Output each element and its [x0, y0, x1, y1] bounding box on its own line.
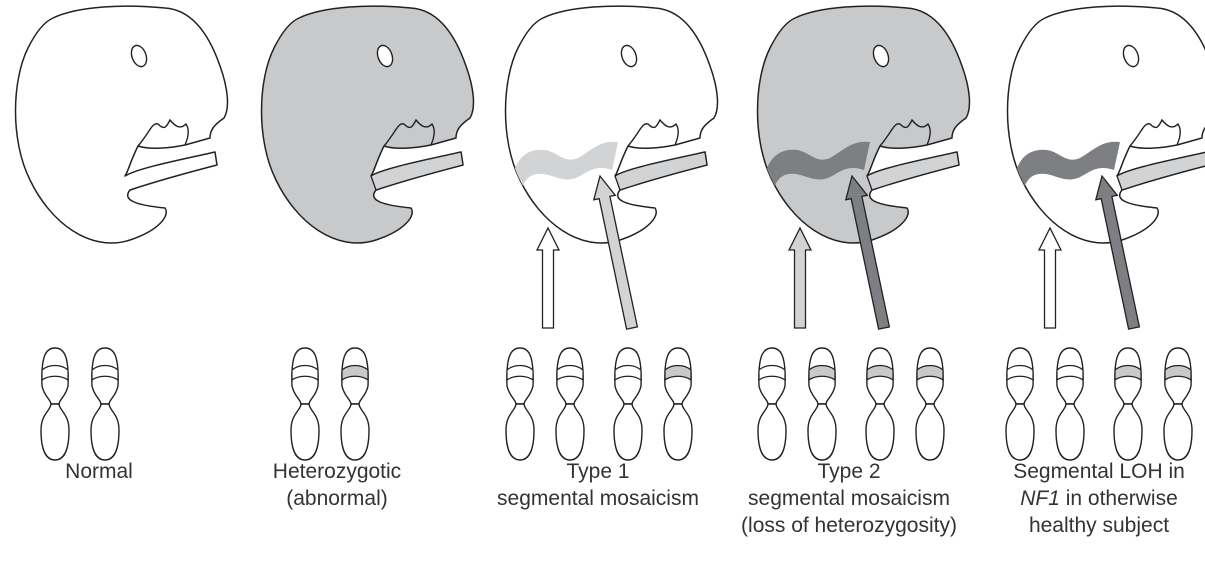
- chromosome-heterozygotic-0-0: [291, 348, 319, 460]
- caption-line: segmental mosaicism: [483, 485, 713, 512]
- chromosome-lower-arm: [1056, 404, 1084, 460]
- chromosome-type2-1-0: [866, 348, 894, 460]
- embryo-outline: [16, 6, 228, 243]
- chromosome-type1-1-0: [614, 348, 642, 460]
- limb-bud: [1117, 152, 1205, 190]
- chromosome-lower-arm: [866, 404, 894, 460]
- limb-bud: [371, 152, 463, 190]
- chromosome-type2-0-1: [808, 348, 836, 460]
- panel-normal: [16, 6, 228, 243]
- caption-line: Normal: [0, 458, 214, 485]
- caption-normal: Normal: [0, 458, 214, 485]
- caption-line: healthy subject: [984, 512, 1205, 539]
- panel-type1: [506, 6, 718, 329]
- caption-line: Heterozygotic: [222, 458, 452, 485]
- embryo-outline: [262, 6, 474, 243]
- caption-rest: in otherwise: [1060, 487, 1178, 510]
- arrow-white: [537, 228, 559, 328]
- caption-line: Type 2: [734, 458, 964, 485]
- gene-name: NF1: [1020, 487, 1060, 510]
- caption-line: (loss of heterozygosity): [734, 512, 964, 539]
- arrow-white: [1039, 228, 1061, 328]
- panel-heterozygotic: [262, 6, 474, 243]
- caption-line: Type 1: [483, 458, 713, 485]
- limb-bud: [615, 152, 707, 190]
- chromosome-segmental-loh-0-1: [1056, 348, 1084, 460]
- chromosome-lower-arm: [341, 404, 369, 460]
- chromosome-normal-0-1: [91, 348, 119, 460]
- caption-line: Segmental LOH in: [984, 458, 1205, 485]
- chromosome-type2-1-1: [916, 348, 944, 460]
- limb-bud: [867, 152, 959, 190]
- chromosome-lower-arm: [1114, 404, 1142, 460]
- chromosome-lower-arm: [664, 404, 692, 460]
- chromosome-segmental-loh-0-0: [1006, 348, 1034, 460]
- chromosome-lower-arm: [556, 404, 584, 460]
- chromosome-lower-arm: [506, 404, 534, 460]
- panel-type2: [758, 6, 970, 329]
- chromosome-type1-1-1: [664, 348, 692, 460]
- chromosome-lower-arm: [808, 404, 836, 460]
- chromosome-lower-arm: [291, 404, 319, 460]
- panel-segmental-loh: [1008, 6, 1205, 329]
- chromosome-lower-arm: [91, 404, 119, 460]
- chromosome-segmental-loh-1-0: [1114, 348, 1142, 460]
- chromosome-lower-arm: [758, 404, 786, 460]
- arrow-light-gray: [789, 228, 811, 328]
- chromosome-heterozygotic-0-1: [341, 348, 369, 460]
- chromosome-lower-arm: [1164, 404, 1192, 460]
- chromosome-segmental-loh-1-1: [1164, 348, 1192, 460]
- caption-line: segmental mosaicism: [734, 485, 964, 512]
- chromosome-lower-arm: [614, 404, 642, 460]
- chromosome-lower-arm: [41, 404, 69, 460]
- chromosome-type1-0-0: [506, 348, 534, 460]
- chromosome-normal-0-0: [41, 348, 69, 460]
- chromosome-type1-0-1: [556, 348, 584, 460]
- chromosome-type2-0-0: [758, 348, 786, 460]
- caption-line: (abnormal): [222, 485, 452, 512]
- chromosome-lower-arm: [916, 404, 944, 460]
- caption-line: NF1 in otherwise: [984, 485, 1205, 512]
- caption-heterozygotic: Heterozygotic(abnormal): [222, 458, 452, 512]
- chromosome-lower-arm: [1006, 404, 1034, 460]
